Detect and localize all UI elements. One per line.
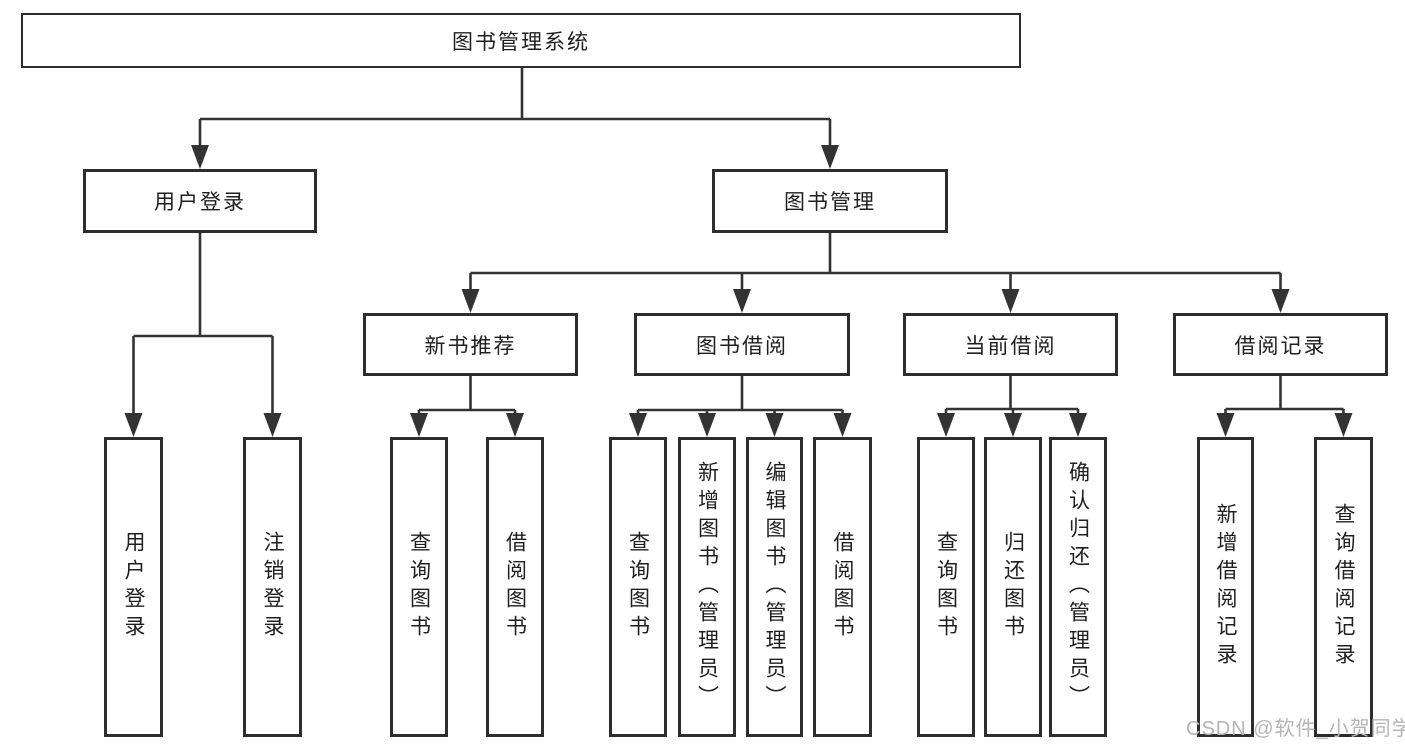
- node-book-borrow: 图书借阅: [634, 313, 850, 376]
- leaf-borrow-books-borrow: 借阅图书: [813, 437, 872, 737]
- leaf-label: 借阅图书: [503, 531, 527, 643]
- arrow-down-icon: [1334, 413, 1353, 437]
- arrow-down-icon: [821, 145, 839, 169]
- arrow-down-icon: [1069, 413, 1087, 437]
- leaf-borrow-books-recommend: 借阅图书: [486, 437, 544, 737]
- arrow-down-icon: [733, 289, 751, 313]
- edge-book-mgmt-children: [469, 233, 1282, 292]
- node-root-system: 图书管理系统: [21, 13, 1021, 68]
- edge-book-borrow-children: [636, 376, 844, 416]
- csdn-watermark: CSDN @软件_小贺同学: [1186, 718, 1405, 740]
- leaf-label: 查询借阅记录: [1332, 503, 1355, 671]
- leaf-label: 归还图书: [1001, 531, 1025, 643]
- node-label: 当前借阅: [964, 334, 1057, 358]
- edge-borrow-records-children: [1224, 376, 1345, 416]
- leaf-label: 查询图书: [626, 531, 650, 643]
- node-label: 新书推荐: [424, 334, 517, 358]
- node-current-borrow: 当前借阅: [903, 313, 1118, 376]
- leaf-add-borrow-record: 新增借阅记录: [1197, 437, 1254, 737]
- arrow-down-icon: [1216, 413, 1235, 437]
- leaf-label: 注销登录: [261, 531, 284, 643]
- arrow-down-icon: [833, 413, 852, 437]
- node-label: 用户登录: [154, 191, 246, 214]
- arrow-down-icon: [1271, 289, 1290, 313]
- arrow-down-icon: [410, 413, 428, 437]
- arrow-down-icon: [1001, 289, 1020, 313]
- leaf-label: 新增借阅记录: [1214, 503, 1237, 671]
- arrow-down-icon: [506, 413, 524, 437]
- leaf-label: 借阅图书: [831, 531, 854, 643]
- arrow-down-icon: [191, 145, 209, 169]
- node-new-book-recommend: 新书推荐: [363, 313, 578, 376]
- node-book-management: 图书管理: [712, 169, 948, 233]
- edge-user-login-children: [132, 233, 274, 416]
- leaf-label: 查询图书: [934, 531, 958, 643]
- edge-current-borrow-children: [944, 376, 1080, 416]
- node-label: 图书管理系统: [452, 30, 590, 54]
- node-label: 图书管理: [784, 191, 876, 214]
- leaf-label: 查询图书: [407, 531, 431, 643]
- node-label: 图书借阅: [696, 334, 788, 358]
- leaf-confirm-return-admin: 确认归还（管理员）: [1049, 437, 1107, 737]
- arrow-down-icon: [698, 413, 716, 437]
- leaf-query-books-recommend: 查询图书: [390, 437, 448, 737]
- arrow-down-icon: [461, 289, 480, 313]
- leaf-query-books-borrow: 查询图书: [609, 437, 667, 737]
- leaf-query-books-current: 查询图书: [917, 437, 975, 737]
- leaf-label: 用户登录: [122, 531, 145, 643]
- arrow-down-icon: [124, 413, 143, 437]
- arrow-down-icon: [1004, 413, 1022, 437]
- edge-new-book-rec-children: [417, 376, 517, 416]
- leaf-logout: 注销登录: [243, 437, 302, 737]
- arrow-down-icon: [263, 413, 282, 437]
- leaf-edit-book-admin: 编辑图书（管理员）: [746, 437, 803, 737]
- leaf-add-book-admin: 新增图书（管理员）: [678, 437, 736, 737]
- leaf-label: 确认归还（管理员）: [1066, 461, 1090, 713]
- node-user-login: 用户登录: [83, 169, 317, 233]
- leaf-label: 编辑图书（管理员）: [763, 461, 786, 713]
- arrow-down-icon: [629, 413, 647, 437]
- leaf-query-borrow-record: 查询借阅记录: [1314, 437, 1373, 737]
- node-borrow-records: 借阅记录: [1173, 313, 1388, 376]
- edge-root-to-level2: [198, 68, 832, 148]
- arrow-down-icon: [937, 413, 955, 437]
- node-label: 借阅记录: [1234, 334, 1327, 358]
- leaf-label: 新增图书（管理员）: [695, 461, 719, 713]
- arrow-down-icon: [765, 413, 784, 437]
- leaf-return-books: 归还图书: [984, 437, 1042, 737]
- leaf-user-login: 用户登录: [104, 437, 163, 737]
